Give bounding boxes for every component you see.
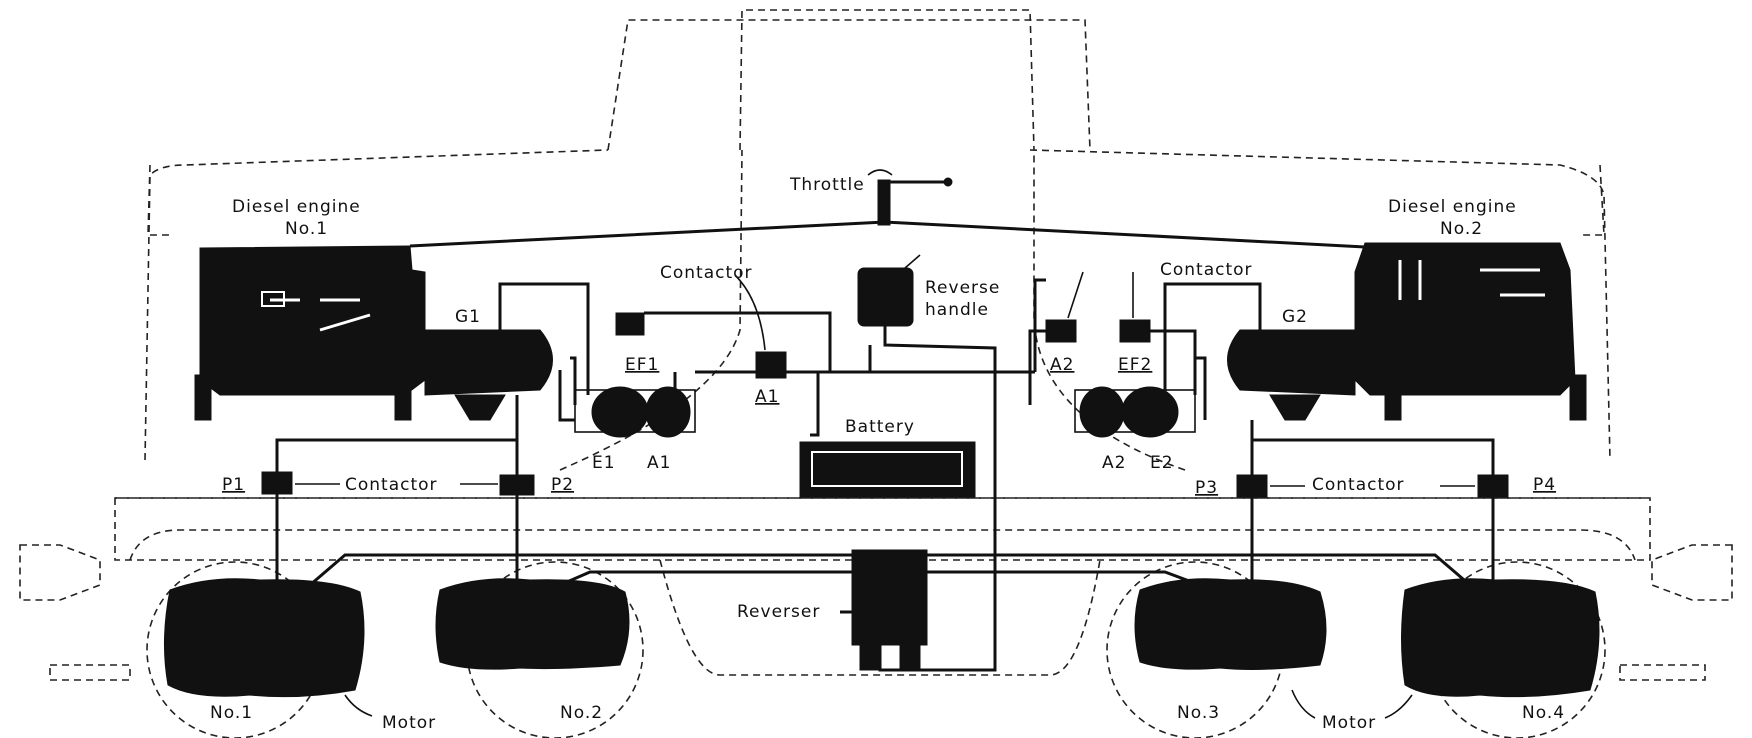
- label-motor-right: Motor: [1322, 713, 1376, 733]
- label-ef2: EF2: [1118, 355, 1152, 375]
- leader-lines: [344, 271, 1413, 719]
- generator-g1: [424, 329, 553, 421]
- contactor-p4: [1477, 474, 1509, 498]
- label-motor-left: Motor: [382, 713, 436, 733]
- label-ef1: EF1: [625, 355, 659, 375]
- label-a2-lower: A2: [1102, 453, 1126, 473]
- contactor-p2: [499, 474, 535, 496]
- contactor-a1: [755, 351, 787, 379]
- label-p3: P3: [1195, 478, 1218, 498]
- label-engine2-line2: No.2: [1440, 219, 1483, 239]
- label-no1: No.1: [210, 703, 253, 723]
- generator-g2: [1227, 329, 1356, 421]
- label-p2: P2: [551, 475, 574, 495]
- label-no4: No.4: [1522, 703, 1565, 723]
- motor-no2: [435, 578, 630, 670]
- label-no3: No.3: [1177, 703, 1220, 723]
- battery: [799, 441, 976, 498]
- reverse-handle-box: [857, 267, 914, 327]
- label-p1: P1: [222, 475, 245, 495]
- label-e2: E2: [1150, 453, 1174, 473]
- motor-no4: [1401, 578, 1600, 698]
- contactor-ef1: [615, 312, 645, 336]
- contactor-ef2: [1119, 319, 1151, 343]
- label-throttle: Throttle: [789, 175, 865, 195]
- label-contactor-left: Contactor: [660, 263, 753, 283]
- label-reverse-line2: handle: [925, 300, 989, 320]
- label-engine1-line1: Diesel engine: [232, 197, 361, 217]
- label-contactor-lower-right: Contactor: [1312, 475, 1405, 495]
- motor-no3: [1134, 578, 1327, 670]
- motor-no1: [163, 578, 365, 698]
- label-engine2-line1: Diesel engine: [1388, 197, 1517, 217]
- label-g1: G1: [455, 307, 481, 327]
- labels: Throttle Diesel engine No.1 Diesel engin…: [210, 175, 1565, 733]
- label-engine1-line2: No.1: [285, 219, 328, 239]
- label-e1: E1: [592, 453, 616, 473]
- exciter-a2-e2: [1074, 386, 1196, 438]
- label-reverser: Reverser: [737, 602, 820, 622]
- label-contactor-lower-left: Contactor: [345, 475, 438, 495]
- wiring: [275, 220, 1495, 672]
- label-contactor-right: Contactor: [1160, 260, 1253, 280]
- exciter-e1-a1: [574, 386, 696, 438]
- label-no2: No.2: [560, 703, 603, 723]
- label-a2-upper: A2: [1050, 355, 1074, 375]
- label-a1-upper: A1: [755, 387, 779, 407]
- contactor-p1: [261, 471, 293, 495]
- label-a1-lower: A1: [647, 453, 671, 473]
- reverser: [851, 549, 928, 671]
- diesel-engine-2: [1354, 242, 1587, 421]
- label-battery: Battery: [845, 417, 915, 437]
- label-p4: P4: [1533, 475, 1556, 495]
- label-g2: G2: [1282, 307, 1308, 327]
- diesel-engine-1: [194, 245, 426, 421]
- throttle-lever: [867, 169, 953, 226]
- label-reverse-line1: Reverse: [925, 278, 1000, 298]
- contactor-p3: [1236, 474, 1268, 498]
